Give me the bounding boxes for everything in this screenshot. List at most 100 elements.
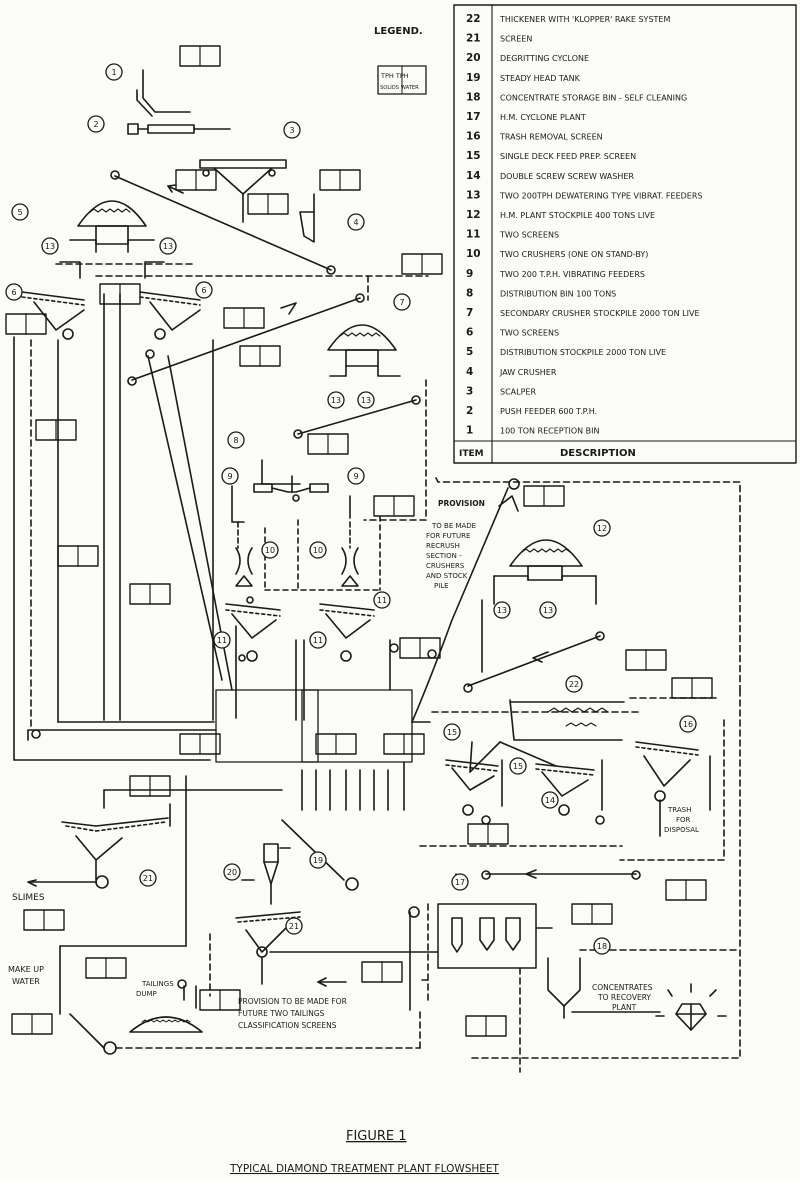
screen-11-right — [319, 603, 375, 662]
provision-line-6: AND STOCK — [426, 572, 468, 580]
makeup-water-line-1: MAKE UP — [8, 965, 44, 974]
push-feeder — [127, 123, 231, 135]
figure-number: FIGURE 1 — [346, 1129, 407, 1144]
trash-line-1: TRASH — [667, 806, 691, 814]
legend-item-description: DISTRIBUTION BIN 100 TONS — [500, 289, 616, 298]
item-number-marker — [593, 937, 611, 955]
legend-item-number: 19 — [466, 72, 481, 84]
screen-6-right — [139, 291, 201, 340]
legend-sample-box: TPH TPH SOLIDS WATER — [377, 65, 427, 95]
thickener-22 — [509, 699, 625, 741]
item-number-label: 5 — [17, 208, 22, 217]
legend-item-description: SECONDARY CRUSHER STOCKPILE 2000 TON LIV… — [500, 309, 700, 318]
item-number-label: 21 — [289, 922, 299, 931]
screen-11-left — [225, 603, 281, 662]
legend-sample-bottom: SOLIDS WATER — [380, 85, 419, 91]
trash-screen-16 — [635, 741, 699, 802]
legend-item-number: 14 — [466, 170, 481, 182]
item-number-label: 22 — [569, 680, 579, 689]
provision-tailings-line-3: CLASSIFICATION SCREENS — [238, 1021, 337, 1030]
item-number-marker — [11, 203, 29, 221]
legend-item-description: CONCENTRATE STORAGE BIN - SELF CLEANING — [500, 93, 687, 102]
item-number-label: 13 — [497, 606, 507, 615]
provision-tailings-line-2: FUTURE TWO TAILINGS — [238, 1009, 325, 1018]
legend-item-number: 18 — [466, 91, 481, 103]
legend-item-number: 12 — [466, 209, 481, 221]
legend-item-number: 2 — [466, 405, 473, 417]
hm-cyclone-plant-17 — [437, 903, 537, 969]
item-number-marker — [443, 723, 461, 741]
item-number-marker — [679, 715, 697, 733]
concentrate-bin-18 — [547, 957, 581, 1007]
concentrates-line-2: TO RECOVERY — [597, 993, 651, 1002]
trash-line-2: FOR — [676, 816, 691, 824]
provision-tailings-line-1: PROVISION TO BE MADE FOR — [238, 997, 347, 1006]
legend-item-number: 17 — [466, 111, 481, 123]
item-number-marker — [347, 467, 365, 485]
legend-item-number: 11 — [466, 229, 481, 241]
legend-item-description: SINGLE DECK FEED PREP. SCREEN — [500, 152, 636, 161]
item-number-marker — [309, 631, 327, 649]
item-number-marker — [227, 431, 245, 449]
legend-item-number: 5 — [466, 346, 473, 358]
item-number-label: 13 — [361, 396, 371, 405]
provision-title: PROVISION — [438, 499, 485, 508]
item-number-marker — [357, 391, 375, 409]
legend-sample-top: TPH TPH — [380, 72, 409, 80]
item-number-label: 11 — [313, 636, 323, 645]
legend-item-description: TWO 200TPH DEWATERING TYPE VIBRAT. FEEDE… — [499, 191, 703, 200]
provision-line-2: FOR FUTURE — [426, 532, 470, 540]
legend-item-number: 13 — [466, 189, 481, 201]
legend-item-description: SCALPER — [500, 387, 536, 396]
item-number-marker — [373, 591, 391, 609]
item-number-label: 13 — [45, 242, 55, 251]
trash-line-3: DISPOSAL — [664, 826, 699, 834]
legend-header-item: ITEM — [459, 449, 484, 459]
item-number-label: 4 — [353, 218, 358, 227]
item-number-marker — [541, 791, 559, 809]
concentrates-line-1: CONCENTRATES — [592, 983, 653, 992]
item-number-label: 18 — [597, 942, 607, 951]
concentrates-line-3: PLANT — [612, 1003, 637, 1012]
legend-item-number: 4 — [466, 366, 473, 378]
diamond-icon — [655, 983, 727, 1031]
item-number-label: 7 — [399, 298, 404, 307]
item-number-marker — [105, 63, 123, 81]
legend-item-description: H.M. PLANT STOCKPILE 400 TONS LIVE — [500, 211, 655, 220]
legend-item-number: 8 — [466, 287, 473, 299]
item-number-marker — [393, 293, 411, 311]
item-number-label: 3 — [289, 126, 294, 135]
legend-item-number: 6 — [466, 327, 473, 339]
legend-item-number: 9 — [466, 268, 473, 280]
item-number-marker — [221, 467, 239, 485]
item-number-label: 16 — [683, 720, 693, 729]
jaw-crusher — [299, 193, 315, 243]
item-number-label: 10 — [313, 546, 323, 555]
item-number-label: 15 — [447, 728, 457, 737]
legend-item-number: 10 — [466, 248, 481, 260]
legend-table — [453, 4, 797, 464]
item-number-marker — [195, 281, 213, 299]
item-number-label: 13 — [543, 606, 553, 615]
item-number-label: 13 — [331, 396, 341, 405]
item-number-marker — [347, 213, 365, 231]
item-number-marker — [593, 519, 611, 537]
degritting-cyclone-20 — [263, 843, 279, 885]
screen-21-lower — [235, 911, 301, 958]
screen-15-right — [535, 763, 595, 816]
item-number-marker — [285, 917, 303, 935]
legend-item-description: H.M. CYCLONE PLANT — [500, 113, 586, 122]
legend-item-description: DOUBLE SCREW SCREW WASHER — [500, 172, 634, 181]
crusher-10-right — [341, 547, 359, 587]
item-number-marker — [327, 391, 345, 409]
item-number-marker — [87, 115, 105, 133]
item-number-label: 1 — [111, 68, 116, 77]
provision-line-5: CRUSHERS — [426, 562, 465, 570]
legend-item-description: PUSH FEEDER 600 T.P.H. — [500, 407, 597, 416]
legend-item-description: TWO 200 T.P.H. VIBRATING FEEDERS — [499, 270, 645, 279]
item-number-marker — [565, 675, 583, 693]
item-number-marker — [159, 237, 177, 255]
item-number-label: 6 — [201, 286, 206, 295]
